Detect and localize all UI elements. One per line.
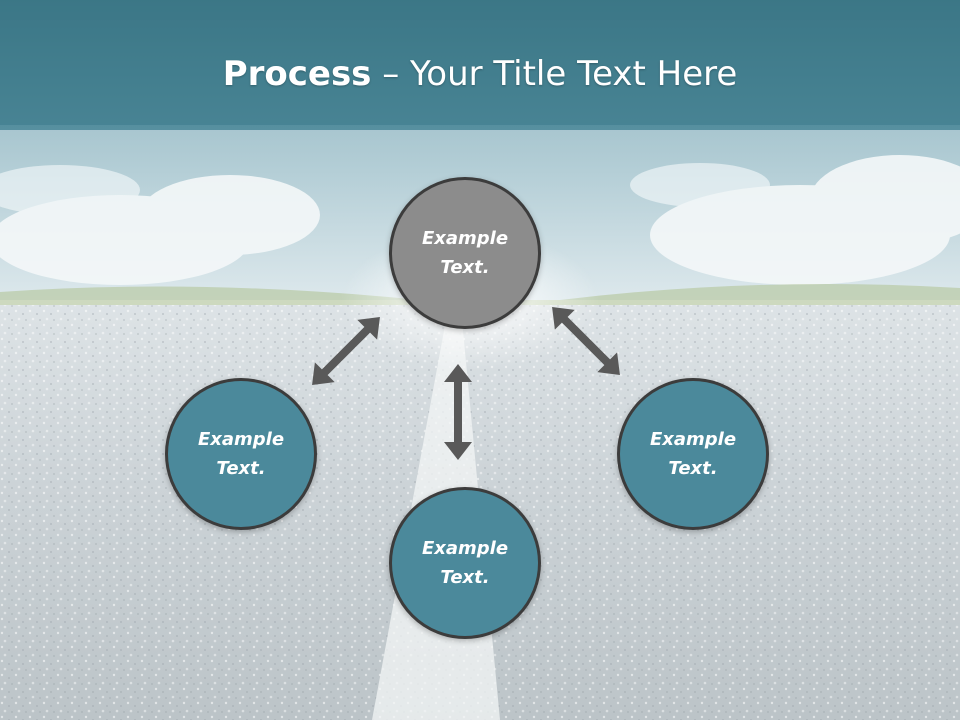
node-left-text: Example Text. (186, 425, 296, 483)
node-left: Example Text. (165, 378, 317, 530)
node-left-line1: Example (197, 429, 285, 450)
title-rest: – Your Title Text Here (371, 54, 738, 94)
node-center-line2: Text. (440, 257, 490, 278)
node-right: Example Text. (617, 378, 769, 530)
arrow-center-right (552, 307, 620, 375)
arrow-center-bottom (444, 364, 472, 460)
node-bottom-line2: Text. (440, 567, 490, 588)
title-bold-part: Process (222, 54, 372, 94)
node-bottom-line1: Example (421, 538, 509, 559)
slide-title: Process – Your Title Text Here (0, 48, 960, 100)
node-right-text: Example Text. (638, 425, 748, 483)
node-right-line2: Text. (668, 458, 718, 479)
node-bottom: Example Text. (389, 487, 541, 639)
node-center: Example Text. (389, 177, 541, 329)
node-center-text: Example Text. (410, 224, 520, 282)
node-left-line2: Text. (216, 458, 266, 479)
node-center-line1: Example (421, 228, 509, 249)
node-right-line1: Example (649, 429, 737, 450)
node-bottom-text: Example Text. (410, 534, 520, 592)
arrow-center-left (312, 317, 380, 385)
